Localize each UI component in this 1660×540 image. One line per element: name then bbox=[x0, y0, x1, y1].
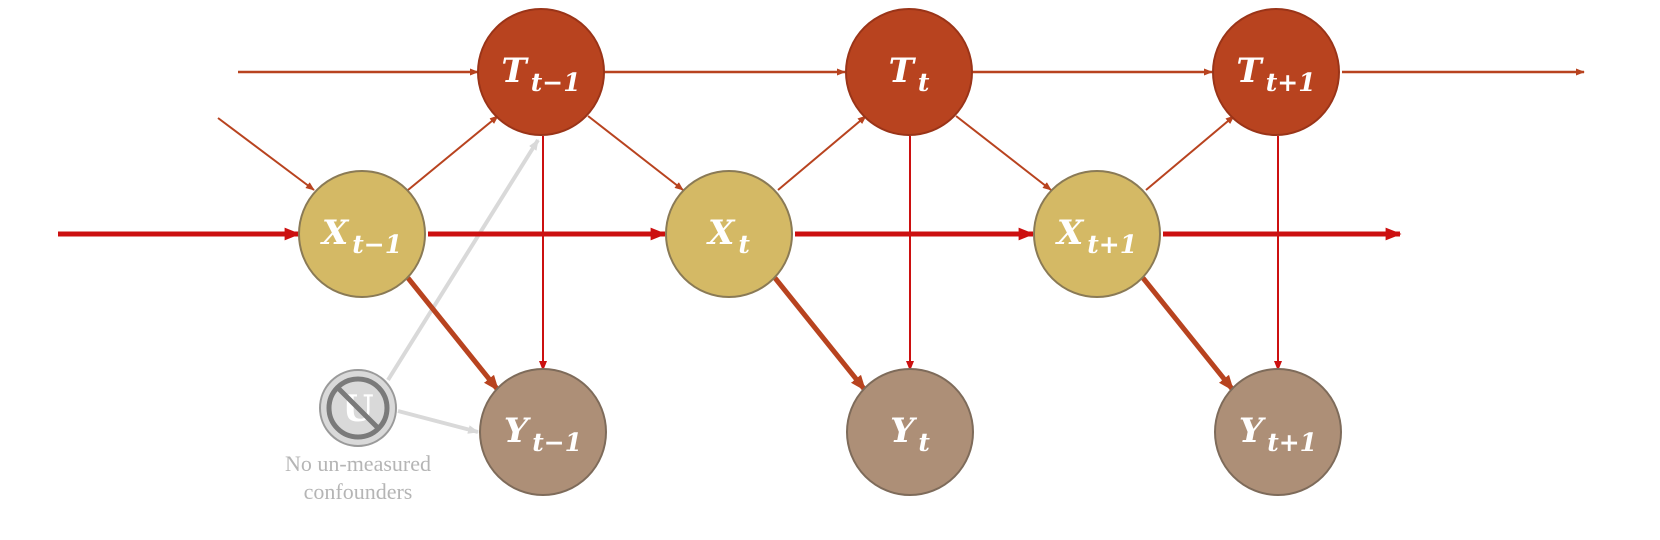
arrow-x-next-to-t-next bbox=[1145, 115, 1235, 191]
arrow-x-prev-to-y-prev bbox=[406, 276, 500, 392]
node-x-prev-base: X bbox=[320, 213, 350, 253]
node-y-next-base: Y bbox=[1239, 411, 1266, 451]
svg-text:Tt+1: Tt+1 bbox=[1236, 51, 1315, 97]
node-t-prev-base: T bbox=[501, 51, 529, 91]
node-x-prev-sub: t−1 bbox=[352, 230, 402, 259]
arrow-x-cur-to-y-cur bbox=[773, 276, 867, 392]
node-t-prev-sub: t−1 bbox=[531, 68, 581, 97]
no-confounders-note: No un-measured confounders bbox=[258, 450, 458, 506]
svg-text:Yt: Yt bbox=[890, 411, 930, 457]
note-line-2: confounders bbox=[303, 479, 413, 504]
node-y-prev-base: Y bbox=[504, 411, 531, 451]
svg-text:Yt−1: Yt−1 bbox=[504, 411, 582, 457]
node-x-next-base: X bbox=[1055, 213, 1085, 253]
node-x-cur-sub: t bbox=[738, 230, 750, 259]
note-line-1: No un-measured bbox=[284, 451, 431, 476]
svg-text:Xt−1: Xt−1 bbox=[320, 213, 402, 259]
svg-text:Tt: Tt bbox=[889, 51, 930, 97]
arrow-u-to-y-prev bbox=[397, 409, 480, 434]
node-t-cur-base: T bbox=[889, 51, 917, 91]
svg-text:Xt: Xt bbox=[706, 213, 750, 259]
node-y-cur-base: Y bbox=[890, 411, 917, 451]
node-x-cur-base: X bbox=[706, 213, 736, 253]
arrow-x-next-to-y-next bbox=[1141, 276, 1235, 392]
covariate-outcome-arrows bbox=[406, 276, 1235, 392]
treatment-outcome-arrows bbox=[539, 136, 1282, 371]
treatment-arrows bbox=[217, 68, 1585, 191]
arrow-in-to-x-prev bbox=[217, 117, 315, 191]
svg-text:Tt−1: Tt−1 bbox=[501, 51, 580, 97]
arrow-x-cur-to-t-cur bbox=[777, 115, 867, 191]
confounder-arrows bbox=[386, 138, 540, 434]
prohibition-icon bbox=[326, 376, 390, 440]
node-t-next-base: T bbox=[1236, 51, 1264, 91]
node-y-cur-sub: t bbox=[918, 428, 930, 457]
node-t-cur-sub: t bbox=[918, 68, 930, 97]
arrow-t-cur-to-x-next bbox=[955, 115, 1052, 191]
node-y-next-sub: t+1 bbox=[1267, 428, 1317, 457]
arrow-u-to-t-prev bbox=[386, 138, 540, 382]
arrow-x-prev-to-t-prev bbox=[407, 115, 499, 191]
arrow-t-prev-to-x-cur bbox=[587, 115, 684, 191]
node-x-next-sub: t+1 bbox=[1087, 230, 1137, 259]
confounder-node: U bbox=[319, 369, 397, 447]
node-y-prev-sub: t−1 bbox=[532, 428, 582, 457]
svg-text:Yt+1: Yt+1 bbox=[1239, 411, 1317, 457]
node-t-next-sub: t+1 bbox=[1266, 68, 1316, 97]
svg-text:Xt+1: Xt+1 bbox=[1055, 213, 1137, 259]
